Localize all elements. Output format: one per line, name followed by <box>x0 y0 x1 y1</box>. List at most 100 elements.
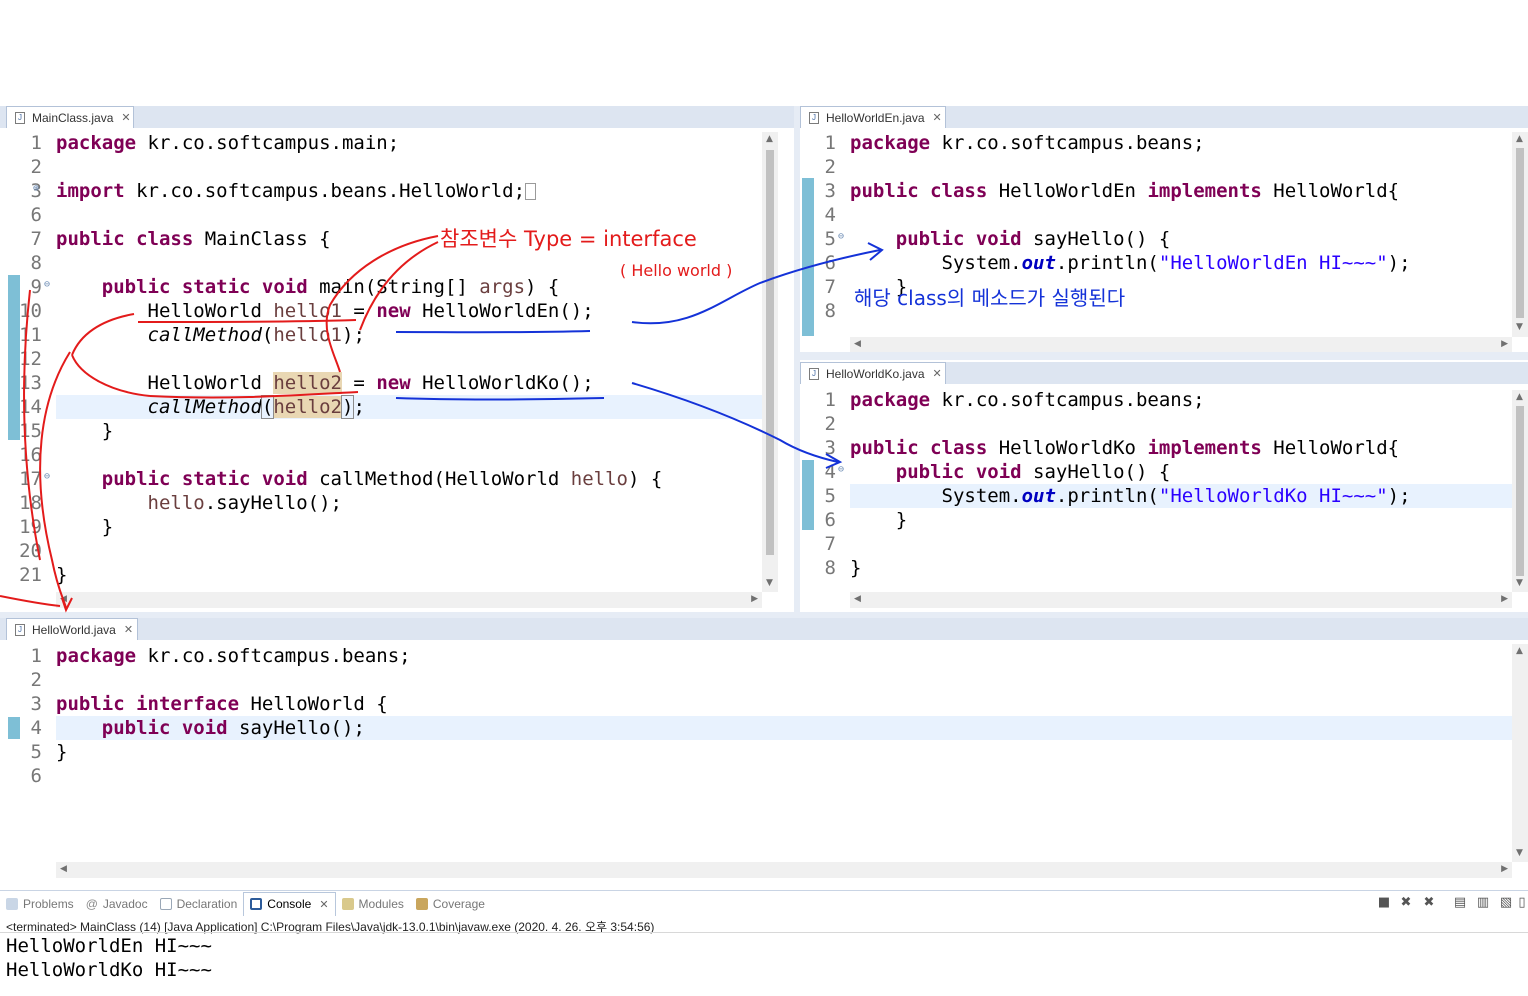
scroll-lock-icon[interactable]: ▥ <box>1476 895 1490 910</box>
scrollbar-thumb[interactable] <box>1516 406 1524 576</box>
java-file-icon: J <box>809 367 819 380</box>
code-line: callMethod(hello2); <box>147 395 365 419</box>
code-line: import kr.co.softcampus.beans.HelloWorld… <box>56 179 537 203</box>
close-icon[interactable]: ✕ <box>932 368 942 380</box>
scroll-left-icon[interactable]: ◀ <box>60 864 67 874</box>
gutter-marker <box>802 460 814 530</box>
clear-console-icon[interactable]: ▤ <box>1453 895 1467 910</box>
tab-problems[interactable]: Problems <box>0 892 80 916</box>
close-icon[interactable]: ✕ <box>121 112 131 124</box>
code-line: } <box>56 516 114 538</box>
scrollbar-thumb[interactable] <box>766 150 774 555</box>
scroll-up-icon[interactable]: ▲ <box>1516 392 1523 402</box>
sash-horizontal[interactable] <box>0 612 1528 618</box>
coverage-icon <box>415 897 428 910</box>
code-line: public class HelloWorldKo implements Hel… <box>850 437 1400 459</box>
code-line: callMethod(hello1); <box>147 324 365 346</box>
remove-all-terminated-icon[interactable]: ✖ <box>1423 895 1435 910</box>
problems-icon <box>6 897 18 910</box>
scroll-down-icon[interactable]: ▼ <box>1516 578 1523 588</box>
scroll-down-icon[interactable]: ▼ <box>1516 322 1523 332</box>
code-line: package kr.co.softcampus.beans; <box>850 389 1205 411</box>
close-icon[interactable]: ✕ <box>932 112 942 124</box>
word-wrap-icon[interactable]: ▧ <box>1499 895 1513 910</box>
ko-vertical-scrollbar[interactable]: ▲ ▼ <box>1512 390 1528 592</box>
interface-editor-tabbar: J HelloWorld.java ✕ <box>0 618 1528 640</box>
en-editor-pane: J HelloWorldEn.java ✕ <box>800 106 1528 352</box>
remove-launch-icon[interactable]: ✖ <box>1400 895 1412 910</box>
scroll-up-icon[interactable]: ▲ <box>1516 134 1523 144</box>
code-line: public interface HelloWorld { <box>56 693 388 715</box>
interface-vertical-scrollbar[interactable]: ▲ ▼ <box>1512 644 1528 862</box>
code-line: } <box>850 509 908 531</box>
sash-vertical[interactable] <box>794 106 800 612</box>
tab-declaration[interactable]: Declaration <box>154 892 244 916</box>
code-line: } <box>850 557 862 579</box>
interface-horizontal-scrollbar[interactable]: ◀ ▶ <box>56 862 1512 878</box>
en-editor-tabbar: J HelloWorldEn.java ✕ <box>800 106 1528 128</box>
tab-console[interactable]: Console✕ <box>243 891 336 916</box>
pin-console-icon[interactable]: ▯ <box>1518 895 1526 910</box>
sash-horizontal[interactable] <box>800 352 1528 360</box>
modules-icon <box>341 897 354 910</box>
javadoc-icon: @ <box>85 896 98 911</box>
code-line: } <box>56 564 68 586</box>
close-icon[interactable]: ✕ <box>319 898 329 911</box>
scroll-up-icon[interactable]: ▲ <box>1516 646 1523 656</box>
current-line-highlight <box>850 484 1512 508</box>
tab-helloworld-java[interactable]: J HelloWorld.java ✕ <box>6 618 138 640</box>
scroll-right-icon[interactable]: ▶ <box>751 594 758 604</box>
en-horizontal-scrollbar[interactable]: ◀ ▶ <box>850 337 1512 353</box>
scroll-left-icon[interactable]: ◀ <box>60 594 67 604</box>
close-icon[interactable]: ✕ <box>123 624 134 636</box>
en-vertical-scrollbar[interactable]: ▲ ▼ <box>1512 132 1528 337</box>
java-file-icon: J <box>15 111 25 124</box>
fold-collapse-icon[interactable]: ⊖ <box>44 279 51 290</box>
tab-mainclass-java[interactable]: J MainClass.java ✕ <box>6 106 134 128</box>
interface-editor-pane: J HelloWorld.java ✕ <box>0 618 1528 884</box>
scroll-down-icon[interactable]: ▼ <box>1516 848 1523 858</box>
code-line: } <box>56 420 114 442</box>
scroll-left-icon[interactable]: ◀ <box>854 594 861 604</box>
tab-helloworlden-java[interactable]: J HelloWorldEn.java ✕ <box>800 106 946 128</box>
fold-collapse-icon[interactable]: ⊖ <box>838 464 845 475</box>
tab-coverage[interactable]: Coverage <box>410 892 491 916</box>
main-vertical-scrollbar[interactable]: ▲ ▼ <box>762 132 778 592</box>
scroll-up-icon[interactable]: ▲ <box>766 134 773 144</box>
scrollbar-thumb[interactable] <box>1516 148 1524 318</box>
main-editor-tabbar: J MainClass.java ✕ <box>0 106 794 128</box>
scroll-right-icon[interactable]: ▶ <box>1501 864 1508 874</box>
scroll-right-icon[interactable]: ▶ <box>1501 594 1508 604</box>
java-file-icon: J <box>15 623 25 636</box>
code-line: public void sayHello(); <box>101 717 365 739</box>
code-line: System.out.println("HelloWorldEn HI~~~")… <box>850 252 1411 274</box>
code-line: } <box>850 276 908 298</box>
tab-modules[interactable]: Modules <box>336 892 410 916</box>
fold-expand-icon[interactable]: ⊕ <box>33 183 40 194</box>
ko-horizontal-scrollbar[interactable]: ◀ ▶ <box>850 592 1512 608</box>
scroll-left-icon[interactable]: ◀ <box>854 339 861 349</box>
main-horizontal-scrollbar[interactable]: ◀ ▶ <box>56 592 762 608</box>
code-line: System.out.println("HelloWorldKo HI~~~")… <box>850 485 1411 507</box>
scroll-down-icon[interactable]: ▼ <box>766 578 773 588</box>
terminate-icon[interactable]: ■ <box>1377 895 1391 910</box>
code-line: public static void callMethod(HelloWorld… <box>101 468 663 490</box>
fold-collapse-icon[interactable]: ⊖ <box>44 471 51 482</box>
code-line: HelloWorld hello1 = new HelloWorldEn(); <box>56 300 594 322</box>
code-line: public class HelloWorldEn implements Hel… <box>850 180 1400 202</box>
gutter-marker <box>8 717 20 739</box>
console-divider <box>0 932 1528 933</box>
tab-helloworldko-java[interactable]: J HelloWorldKo.java ✕ <box>800 362 946 384</box>
fold-collapse-icon[interactable]: ⊖ <box>838 231 845 242</box>
code-line: public class MainClass { <box>56 228 331 250</box>
scroll-right-icon[interactable]: ▶ <box>1501 339 1508 349</box>
tab-javadoc[interactable]: @Javadoc <box>85 896 148 911</box>
code-line: package kr.co.softcampus.beans; <box>56 645 411 667</box>
gutter-marker <box>8 275 20 440</box>
bottom-panel-tabbar: Problems @Javadoc Declaration Console✕ M… <box>0 890 1528 916</box>
